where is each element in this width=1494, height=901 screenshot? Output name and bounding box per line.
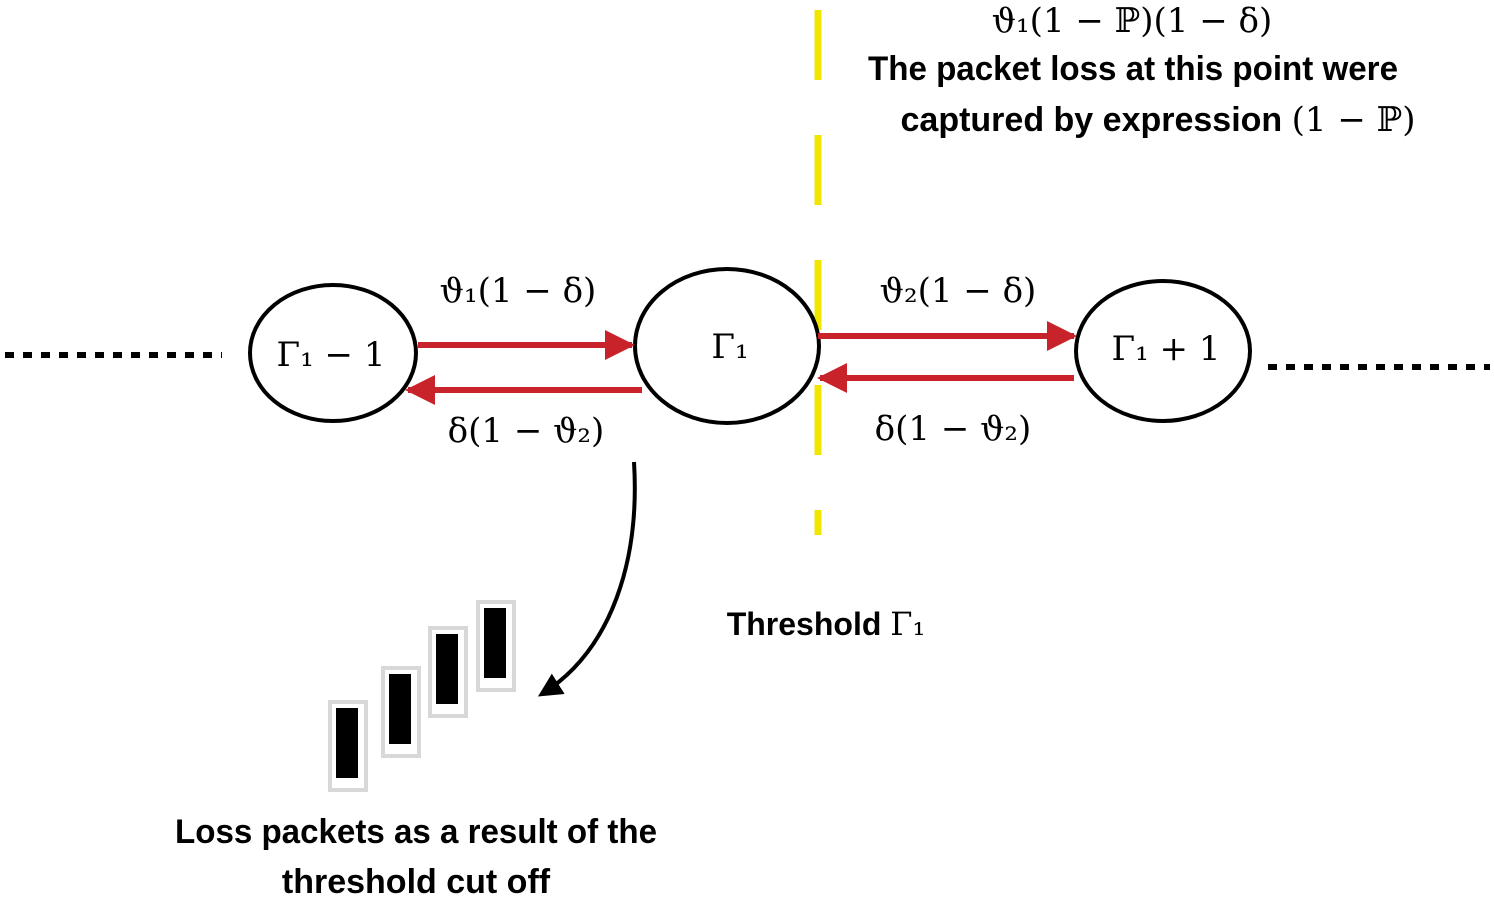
state-center-circle [633,267,821,425]
loss-caption-line2: threshold cut off [282,863,551,901]
top-annotation-line2: captured by expression (1 − ℙ) [901,100,1416,140]
top-annotation-line2-text: captured by expression [901,101,1292,139]
state-center-label: Γ₁ [711,327,748,367]
packet-icon [381,666,421,758]
top-annotation-line2-math: (1 − ℙ) [1292,100,1416,140]
transition-label-left-forward: ϑ₁(1 − δ) [440,271,597,311]
loss-curve-arrow [537,461,637,697]
state-left-circle [248,283,418,423]
state-left-label: Γ₁ − 1 [277,335,386,375]
transition-label-right-forward: ϑ₂(1 − δ) [880,271,1037,311]
packet-icon [476,600,516,692]
threshold-label-symbol: Γ₁ [890,605,925,643]
loss-packets [328,600,516,792]
transition-label-right-backward: δ(1 − ϑ₂) [875,409,1032,449]
packet-icon [328,700,368,792]
loss-caption-line1: Loss packets as a result of the [175,813,657,851]
top-annotation-formula: ϑ₁(1 − ℙ)(1 − δ) [992,1,1273,41]
threshold-label-text: Threshold [727,606,891,642]
packet-icon [428,626,468,718]
state-right-label: Γ₁ + 1 [1112,329,1221,369]
top-annotation-line1: The packet loss at this point were [868,50,1398,88]
transition-label-left-backward: δ(1 − ϑ₂) [448,411,605,451]
state-right-circle [1074,279,1252,423]
threshold-label: Threshold Γ₁ [727,605,926,643]
